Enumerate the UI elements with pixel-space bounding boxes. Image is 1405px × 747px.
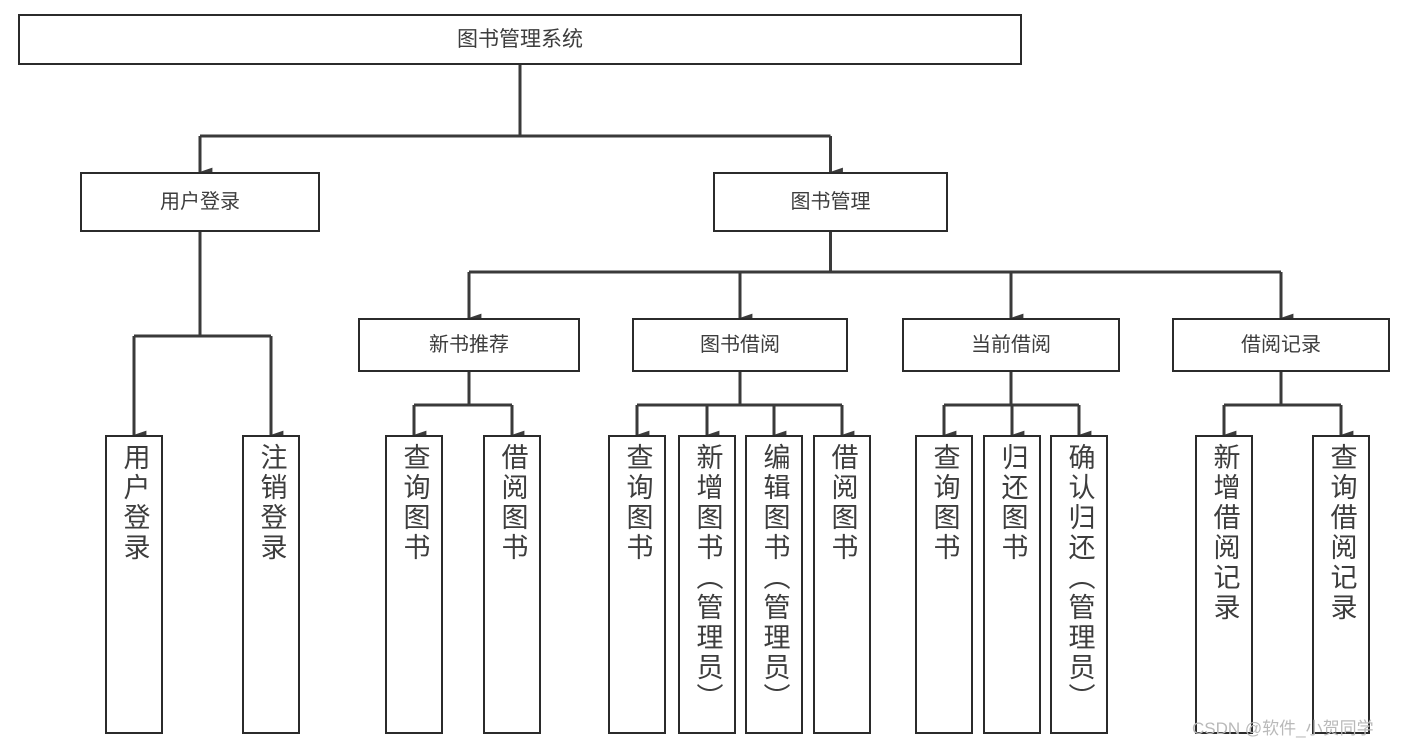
node-label: 确认归还（管理员） bbox=[1064, 443, 1095, 713]
node-label: 查询图书 bbox=[929, 443, 960, 563]
node-label: 图书借阅 bbox=[700, 333, 780, 356]
node-leaf-borrow-book-2[interactable]: 借阅图书 bbox=[813, 435, 871, 734]
node-label: 用户登录 bbox=[160, 190, 240, 213]
node-leaf-query-book-3[interactable]: 查询图书 bbox=[915, 435, 973, 734]
node-label: 借阅图书 bbox=[497, 443, 528, 563]
node-leaf-edit-book-admin[interactable]: 编辑图书（管理员） bbox=[745, 435, 803, 734]
node-book-borrow[interactable]: 图书借阅 bbox=[632, 318, 848, 372]
node-label: 编辑图书（管理员） bbox=[759, 443, 790, 713]
node-label: 当前借阅 bbox=[971, 333, 1051, 356]
node-leaf-confirm-return-admin[interactable]: 确认归还（管理员） bbox=[1050, 435, 1108, 734]
node-label: 查询图书 bbox=[622, 443, 653, 563]
node-borrow-record[interactable]: 借阅记录 bbox=[1172, 318, 1390, 372]
node-leaf-logout-login[interactable]: 注销登录 bbox=[242, 435, 300, 734]
node-label: 新书推荐 bbox=[429, 333, 509, 356]
node-leaf-query-book-2[interactable]: 查询图书 bbox=[608, 435, 666, 734]
node-label: 归还图书 bbox=[997, 443, 1028, 563]
node-leaf-query-book-1[interactable]: 查询图书 bbox=[385, 435, 443, 734]
node-label: 新增图书（管理员） bbox=[692, 443, 723, 713]
node-label: 注销登录 bbox=[256, 443, 287, 563]
node-book-management[interactable]: 图书管理 bbox=[713, 172, 948, 232]
node-new-book-recommend[interactable]: 新书推荐 bbox=[358, 318, 580, 372]
node-label: 新增借阅记录 bbox=[1209, 443, 1240, 623]
node-label: 图书管理 bbox=[790, 190, 871, 213]
node-label: 查询图书 bbox=[399, 443, 430, 563]
node-label: 借阅记录 bbox=[1241, 333, 1321, 356]
node-label: 借阅图书 bbox=[827, 443, 858, 563]
node-root[interactable]: 图书管理系统 bbox=[18, 14, 1022, 65]
node-leaf-add-book-admin[interactable]: 新增图书（管理员） bbox=[678, 435, 736, 734]
connector-group bbox=[132, 65, 1354, 440]
node-user-login[interactable]: 用户登录 bbox=[80, 172, 320, 232]
node-label: 用户登录 bbox=[119, 443, 150, 563]
node-leaf-return-book[interactable]: 归还图书 bbox=[983, 435, 1041, 734]
node-leaf-query-borrow-record[interactable]: 查询借阅记录 bbox=[1312, 435, 1370, 734]
node-current-borrow[interactable]: 当前借阅 bbox=[902, 318, 1120, 372]
node-label: 图书管理系统 bbox=[457, 27, 583, 51]
node-label: 查询借阅记录 bbox=[1326, 443, 1357, 623]
node-leaf-borrow-book-1[interactable]: 借阅图书 bbox=[483, 435, 541, 734]
node-leaf-user-login[interactable]: 用户登录 bbox=[105, 435, 163, 734]
node-leaf-add-borrow-record[interactable]: 新增借阅记录 bbox=[1195, 435, 1253, 734]
